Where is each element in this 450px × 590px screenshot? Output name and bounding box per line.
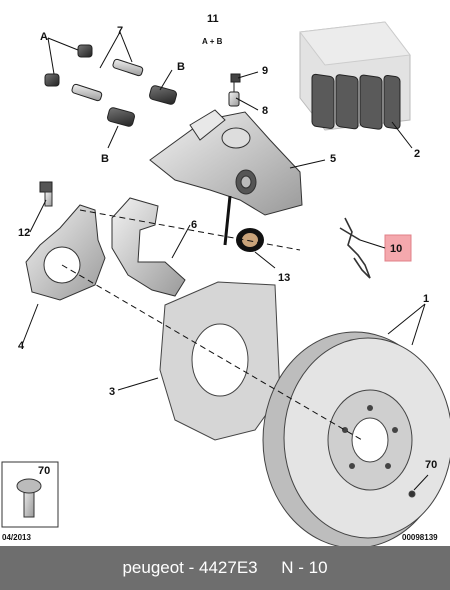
label-4: 4 xyxy=(18,340,25,352)
guide-pins xyxy=(44,44,177,127)
drawing-ref: 00098139 xyxy=(402,533,438,542)
brake-caliper xyxy=(149,109,303,246)
piston-seal xyxy=(236,228,264,252)
date-code: 04/2013 xyxy=(2,533,31,542)
label-12: 12 xyxy=(18,227,30,239)
label-70-inset: 70 xyxy=(38,465,50,477)
splash-shield xyxy=(159,281,281,441)
label-11: 11 xyxy=(207,13,219,25)
footer-text: peugeot - 4427E3 N - 10 xyxy=(122,558,328,577)
brake-pad-kit xyxy=(299,21,411,131)
footer-bar: peugeot - 4427E3 N - 10 xyxy=(0,546,450,590)
caliper-bracket xyxy=(111,197,186,297)
label-2: 2 xyxy=(414,148,420,160)
highlight-box xyxy=(384,234,412,262)
label-10: 10 xyxy=(390,243,402,255)
bleed-screw xyxy=(228,73,241,107)
callout-labels: A 7 11 A + B B 9 8 B 5 2 6 12 10 13 1 4 … xyxy=(2,13,438,542)
label-70: 70 xyxy=(425,459,437,471)
label-13: 13 xyxy=(278,272,290,284)
label-7: 7 xyxy=(117,25,123,37)
label-a: A xyxy=(40,31,48,43)
label-3: 3 xyxy=(109,386,115,398)
label-11-sub: A + B xyxy=(202,37,223,46)
label-1: 1 xyxy=(423,293,429,305)
label-8: 8 xyxy=(262,105,268,117)
label-5: 5 xyxy=(330,153,336,165)
bushing-a2 xyxy=(44,73,60,87)
leader-lines xyxy=(21,31,429,491)
label-b1: B xyxy=(177,61,185,73)
label-9: 9 xyxy=(262,65,268,77)
brake-disc xyxy=(262,331,450,546)
bushing-a1 xyxy=(77,44,93,58)
hub-carrier xyxy=(25,181,106,301)
label-6: 6 xyxy=(191,219,197,231)
spring-clip xyxy=(339,217,371,279)
clip-inset xyxy=(1,461,59,528)
brake-exploded-diagram: A 7 11 A + B B 9 8 B 5 2 6 12 10 13 1 4 … xyxy=(1,13,450,546)
label-b2: B xyxy=(101,153,109,165)
